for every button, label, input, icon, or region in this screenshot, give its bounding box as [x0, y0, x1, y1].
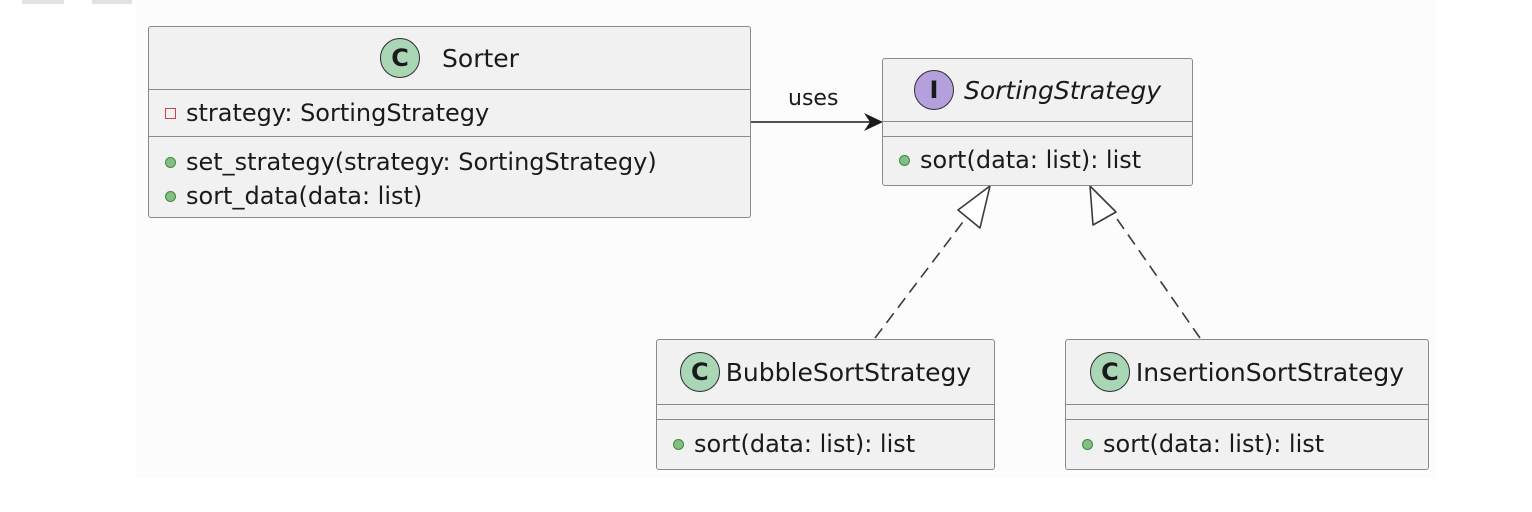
- class-sorter[interactable]: C Sorter strategy: SortingStrategy set_s…: [148, 26, 751, 218]
- top-edge-mark: [92, 0, 132, 4]
- class-bubble-sort-strategy[interactable]: C BubbleSortStrategy sort(data: list): l…: [656, 339, 995, 470]
- class-name: InsertionSortStrategy: [1135, 357, 1405, 387]
- method-text: sort(data: list): list: [1103, 430, 1325, 458]
- class-stereotype-icon: C: [679, 352, 720, 392]
- class-name: BubbleSortStrategy: [725, 357, 972, 387]
- method-text: sort(data: list): list: [694, 430, 916, 458]
- top-edge-mark: [22, 0, 64, 4]
- compartment-divider: [149, 136, 750, 137]
- public-visibility-icon: [1082, 438, 1093, 450]
- compartment-divider: [1066, 419, 1428, 420]
- class-header: C BubbleSortStrategy: [657, 340, 994, 404]
- compartment-divider: [657, 419, 994, 420]
- public-visibility-icon: [899, 154, 910, 166]
- class-stereotype-icon: C: [380, 38, 421, 78]
- public-visibility-icon: [165, 156, 176, 168]
- class-header: C Sorter: [149, 27, 750, 89]
- insertion-realization-line: [1107, 205, 1201, 339]
- compartment-divider: [883, 121, 1192, 122]
- method-text: set_strategy(strategy: SortingStrategy): [186, 148, 657, 176]
- method-row: sort(data: list): list: [657, 420, 994, 468]
- method-row: set_strategy(strategy: SortingStrategy): [149, 145, 750, 179]
- attribute-row: strategy: SortingStrategy: [149, 90, 750, 136]
- bubble-realization-arrowhead: [957, 185, 991, 229]
- uses-label: uses: [788, 86, 839, 111]
- attributes-compartment: [1066, 405, 1428, 419]
- insertion-realization-arrowhead: [1089, 185, 1117, 226]
- private-visibility-icon: [165, 107, 176, 119]
- class-insertion-sort-strategy[interactable]: C InsertionSortStrategy sort(data: list)…: [1065, 339, 1429, 470]
- interface-sorting-strategy[interactable]: I SortingStrategy sort(data: list): list: [882, 58, 1193, 186]
- class-name: Sorter: [442, 43, 519, 73]
- uses-arrowhead: [864, 113, 883, 131]
- compartment-divider: [149, 89, 750, 90]
- method-text: sort_data(data: list): [186, 182, 423, 210]
- class-name: SortingStrategy: [963, 75, 1162, 105]
- public-visibility-icon: [673, 438, 684, 450]
- method-text: sort(data: list): list: [920, 146, 1142, 174]
- attributes-compartment: [883, 122, 1192, 136]
- bubble-realization-line: [874, 205, 976, 339]
- methods-compartment: set_strategy(strategy: SortingStrategy) …: [149, 137, 750, 213]
- compartment-divider: [657, 404, 994, 405]
- method-row: sort(data: list): list: [883, 137, 1192, 183]
- class-header: I SortingStrategy: [883, 59, 1192, 121]
- method-row: sort_data(data: list): [149, 179, 750, 213]
- compartment-divider: [883, 136, 1192, 137]
- interface-stereotype-icon: I: [913, 70, 954, 110]
- attributes-compartment: [657, 405, 994, 419]
- class-header: C InsertionSortStrategy: [1066, 340, 1428, 404]
- class-stereotype-icon: C: [1089, 352, 1130, 392]
- public-visibility-icon: [165, 190, 176, 202]
- compartment-divider: [1066, 404, 1428, 405]
- method-row: sort(data: list): list: [1066, 420, 1428, 468]
- attribute-text: strategy: SortingStrategy: [186, 99, 490, 127]
